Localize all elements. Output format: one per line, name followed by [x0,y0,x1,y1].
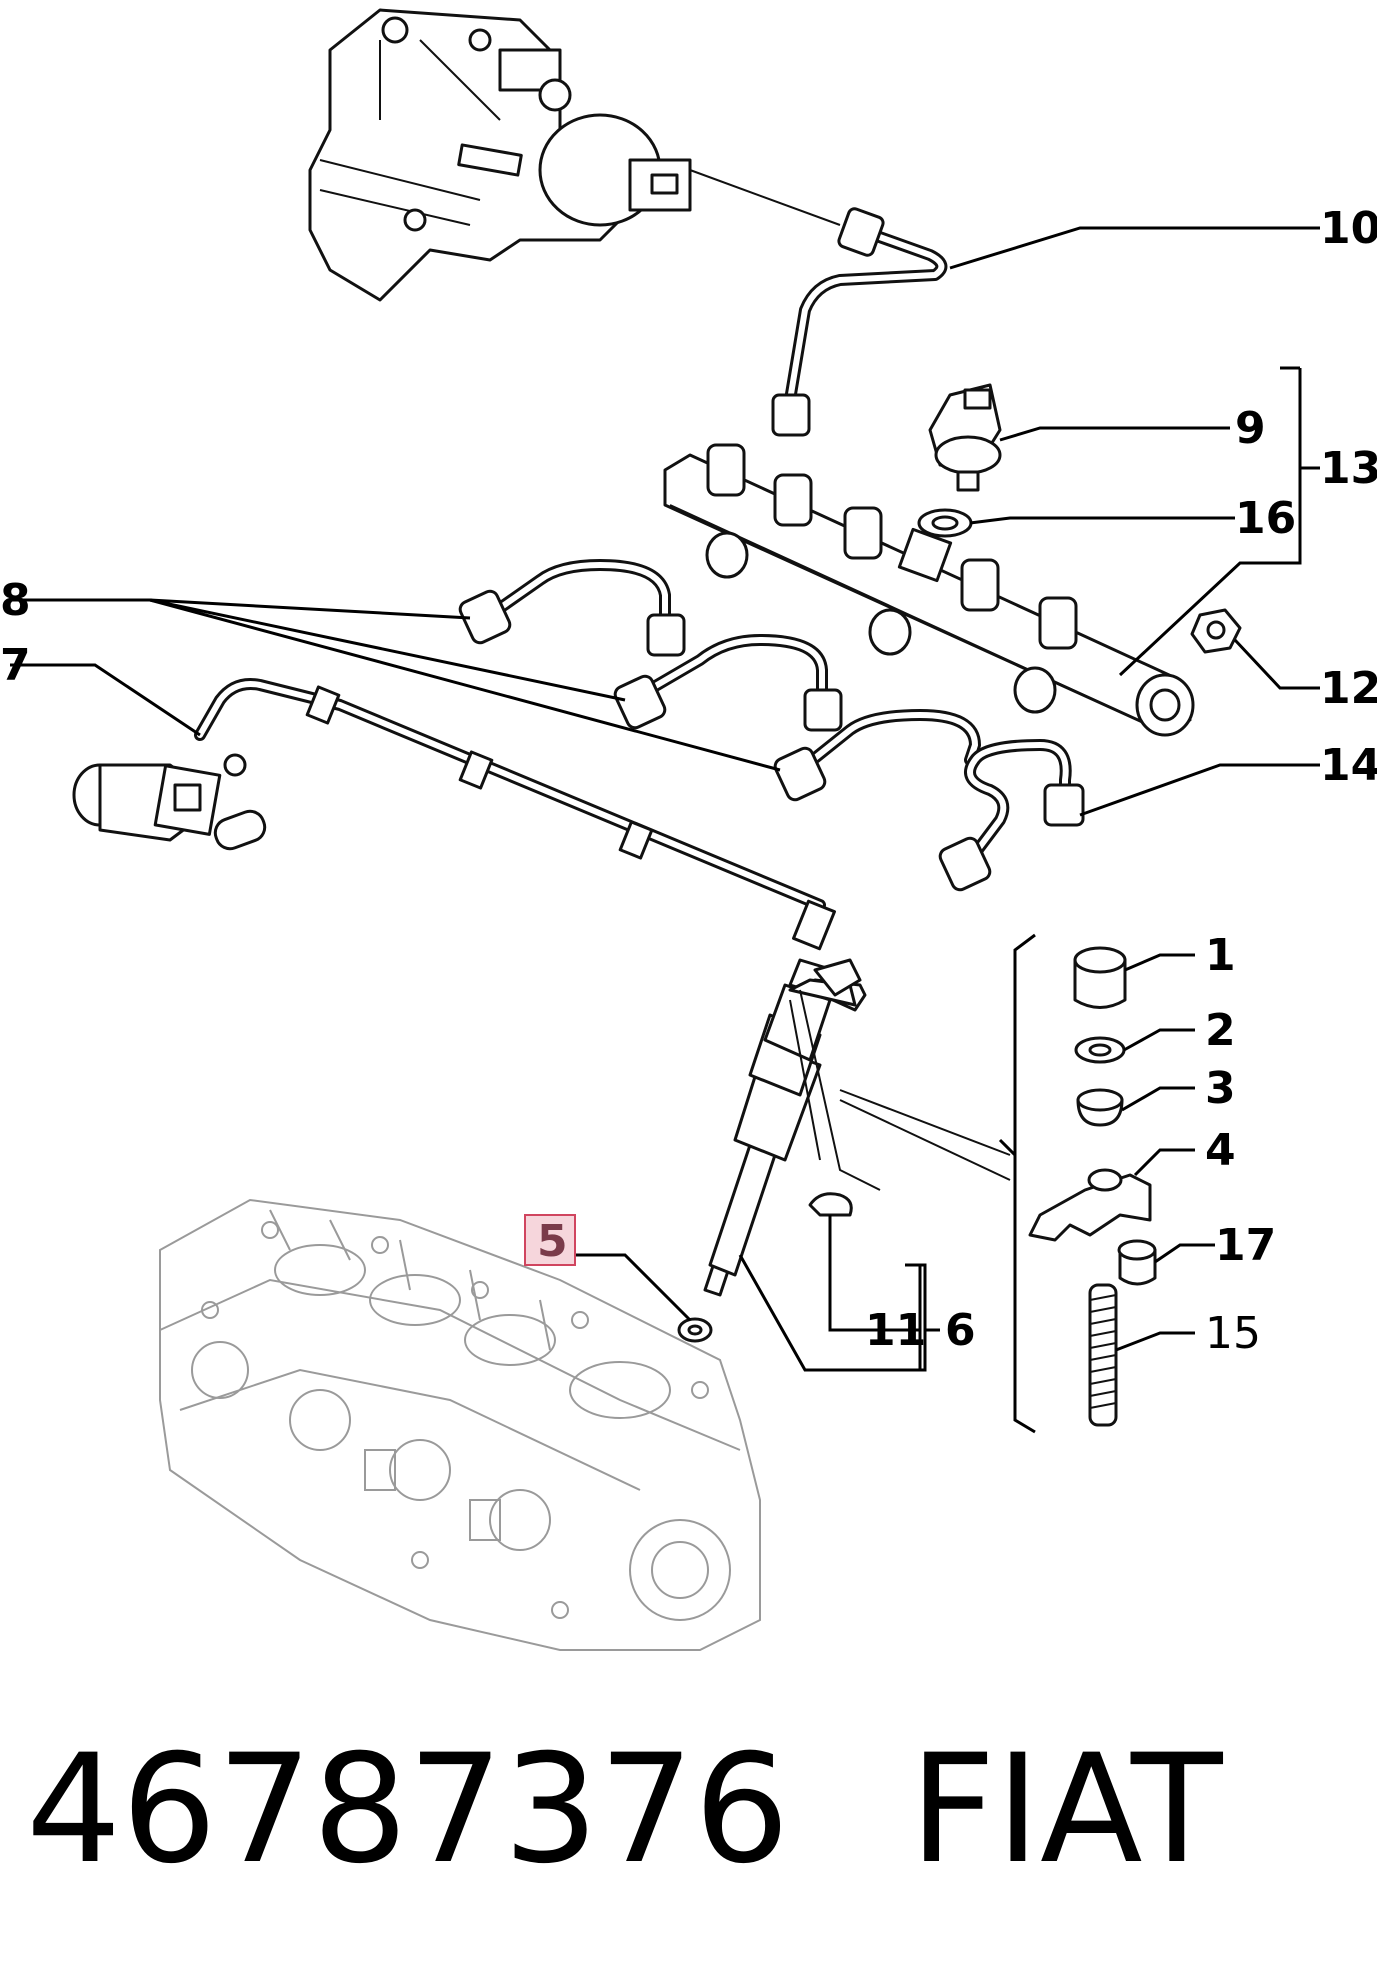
callout-15: 15 [1205,1308,1261,1359]
highlighted-callout-5: 5 [524,1214,576,1267]
fuel-injector [703,958,867,1297]
callout-5: 5 [537,1216,568,1267]
callout-12: 12 [1320,663,1377,714]
callout-6: 6 [945,1305,976,1356]
spherical-washer [1076,1088,1124,1127]
rail-mounting-lugs [705,531,1057,714]
callout-16: 16 [1235,493,1296,544]
callout-7: 7 [0,640,31,691]
callout-13: 13 [1320,443,1377,494]
callout-11: 11 [865,1305,926,1356]
high-pressure-pump [308,8,841,302]
callout-14: 14 [1320,740,1377,791]
common-rail [663,443,1195,737]
cylinder-head [159,1198,761,1651]
callout-10: 10 [1320,203,1377,254]
callout-4: 4 [1205,1125,1236,1176]
exploded-parts-diagram: 10 9 13 16 12 14 8 7 1 2 3 4 17 15 11 6 … [0,8,1377,1651]
pressure-sensor [928,383,1002,492]
rail-nut [1190,608,1242,654]
pump-to-rail-pipe [771,207,948,437]
callout-8: 8 [0,575,31,626]
injector-pipes [458,559,981,802]
callout-1: 1 [1205,930,1236,981]
flat-washer [1074,1036,1126,1064]
callout-3: 3 [1205,1063,1236,1114]
clamp-nut [1117,1239,1157,1286]
callout-2: 2 [1205,1005,1236,1056]
leak-off-pipe [194,678,836,951]
spacer-sleeve [1073,946,1127,1009]
pipe-fourteen [938,739,1085,892]
rail-outlets [706,443,1078,650]
stud-bolt [1088,1283,1118,1427]
injector-clamp [1028,1168,1152,1242]
retaining-clip [808,1192,853,1217]
highlight-box [524,1214,576,1266]
callout-9: 9 [1235,403,1266,454]
sealing-ring [917,508,973,538]
leader-lines [10,226,1320,1372]
connector-valve [72,753,267,851]
part-number: 46787376 [26,1723,790,1897]
callout-17: 17 [1215,1220,1276,1271]
brand-name: FIAT [909,1723,1223,1897]
copper-washer [677,1317,713,1343]
part-number-footer: 46787376 FIAT [26,1710,1346,1910]
